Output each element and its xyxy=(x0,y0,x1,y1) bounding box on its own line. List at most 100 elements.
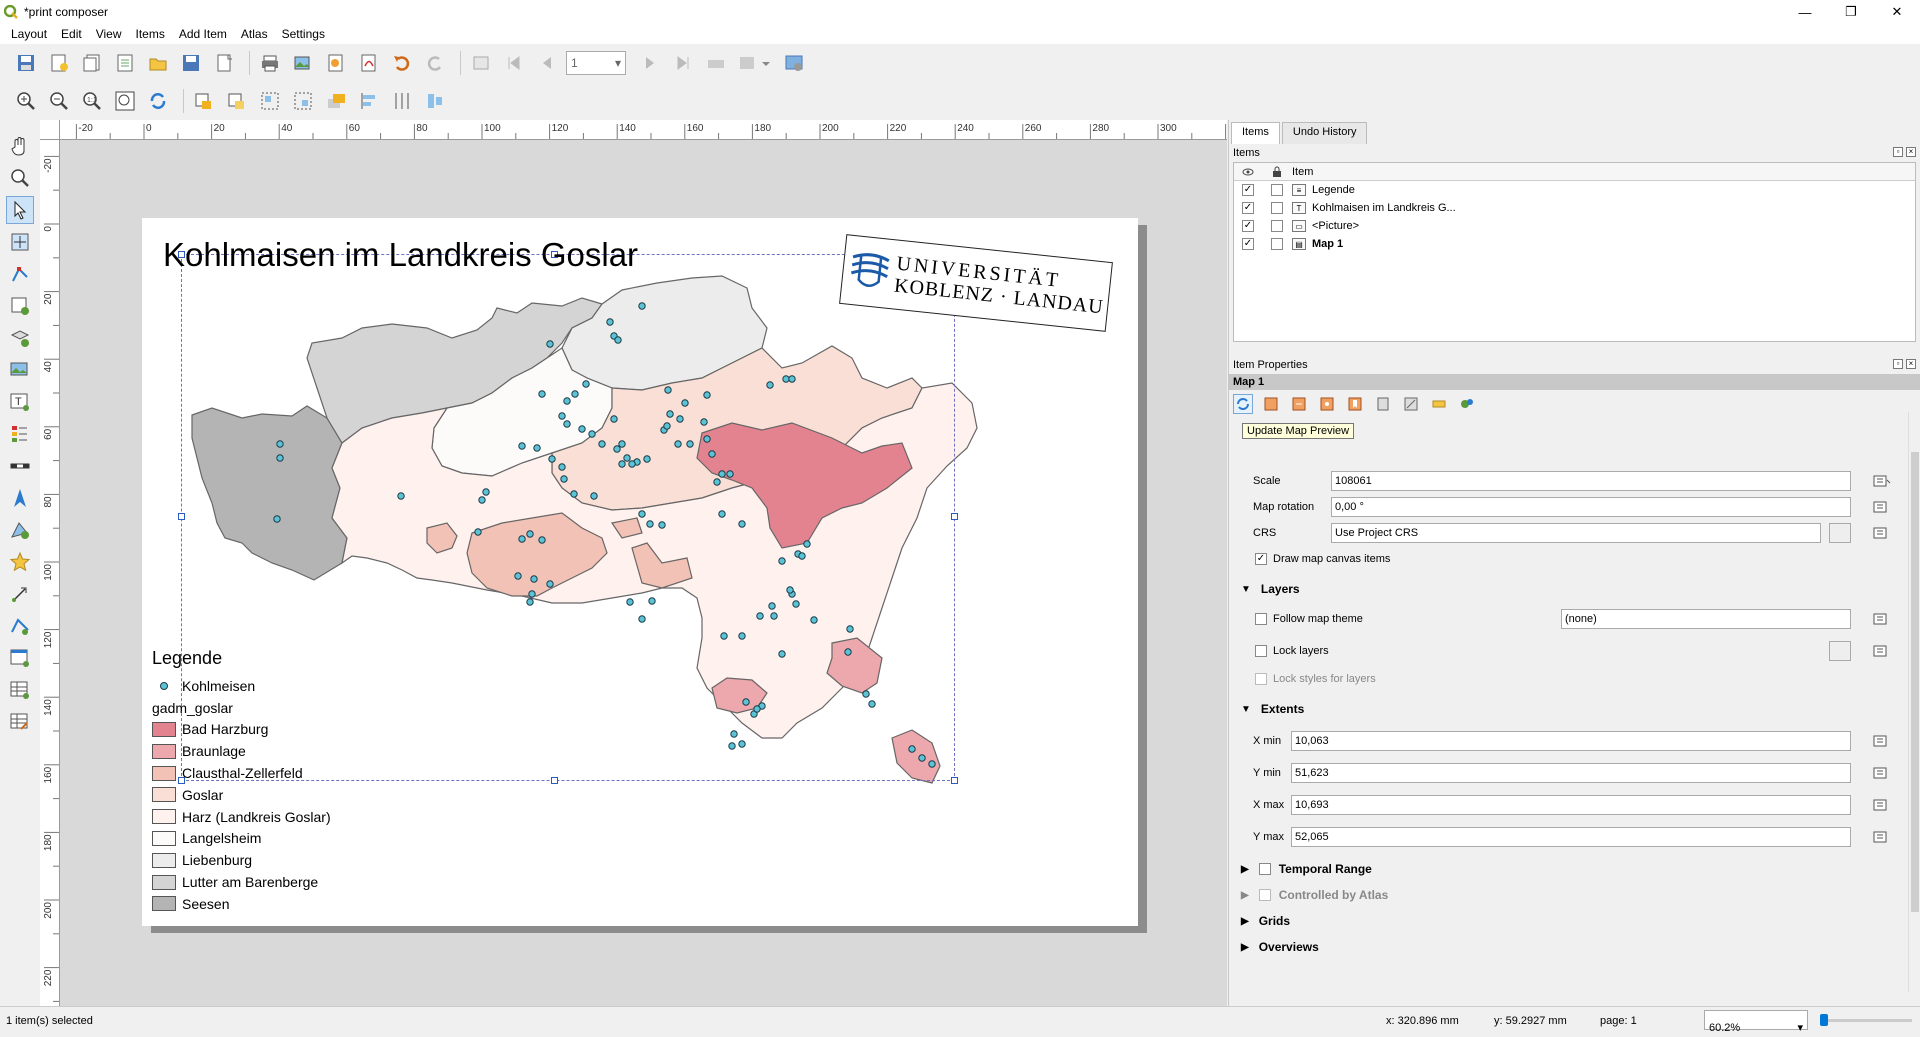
refresh-icon[interactable] xyxy=(144,87,172,115)
close-button[interactable]: ✕ xyxy=(1891,4,1903,19)
new-layout-icon[interactable] xyxy=(45,49,73,77)
temporal-section-header[interactable]: ▶Temporal Range xyxy=(1241,862,1372,876)
resize-handle[interactable] xyxy=(951,777,958,784)
resize-icon[interactable] xyxy=(421,87,449,115)
minimize-button[interactable]: — xyxy=(1798,4,1812,20)
layer-visibility-icon[interactable] xyxy=(1829,641,1851,661)
xmax-input[interactable]: 10,693 xyxy=(1291,795,1851,815)
menu-items[interactable]: Items xyxy=(135,27,165,41)
export-svg-icon[interactable] xyxy=(322,49,350,77)
data-defined-override-icon[interactable] xyxy=(1871,610,1893,628)
layout-page[interactable]: Kohlmaisen im Landkreis Goslar UNIVERSIT… xyxy=(142,218,1138,926)
data-defined-override-icon[interactable] xyxy=(1871,732,1893,750)
add-picture-icon[interactable] xyxy=(6,356,34,384)
unlock-items-icon[interactable] xyxy=(223,87,251,115)
group-items-icon[interactable] xyxy=(256,87,284,115)
data-defined-override-icon[interactable] xyxy=(1871,764,1893,782)
add-html-icon[interactable] xyxy=(6,644,34,672)
center-feature-icon[interactable] xyxy=(1317,394,1337,414)
resize-handle[interactable] xyxy=(178,777,185,784)
menu-atlas[interactable]: Atlas xyxy=(240,27,268,41)
add-label-icon[interactable]: T xyxy=(6,388,34,416)
menu-add-item[interactable]: Add Item xyxy=(178,27,227,41)
item-settings-icon[interactable] xyxy=(1457,394,1477,414)
zoom-slider-handle[interactable] xyxy=(1820,1014,1828,1026)
resize-handle[interactable] xyxy=(951,513,958,520)
set-extent-icon[interactable] xyxy=(1261,394,1281,414)
edit-nodes-icon[interactable] xyxy=(6,260,34,288)
atlas-settings-icon[interactable] xyxy=(780,49,808,77)
data-defined-override-icon[interactable] xyxy=(1871,642,1893,660)
label-icon[interactable] xyxy=(1429,394,1449,414)
data-defined-override-icon[interactable] xyxy=(1871,524,1893,542)
first-feature-icon[interactable] xyxy=(500,49,528,77)
open-template-icon[interactable] xyxy=(144,49,172,77)
legend-item[interactable]: Legende Kohlmeisen gadm_goslar Bad Harzb… xyxy=(152,648,331,915)
zoom-actual-icon[interactable]: 1:1 xyxy=(78,87,106,115)
map-item[interactable] xyxy=(142,218,1138,926)
resize-handle[interactable] xyxy=(178,251,185,258)
menu-view[interactable]: View xyxy=(95,27,122,41)
zoom-out-icon[interactable] xyxy=(45,87,73,115)
move-content-icon[interactable] xyxy=(6,228,34,256)
zoom-slider[interactable] xyxy=(1820,1014,1912,1026)
properties-scrollbar[interactable] xyxy=(1908,412,1920,992)
add-legend-icon[interactable] xyxy=(6,420,34,448)
clipping-settings-icon[interactable] xyxy=(1401,394,1421,414)
close-panel-icon[interactable]: × xyxy=(1906,359,1916,369)
export-pdf-icon[interactable] xyxy=(355,49,383,77)
add-marker-icon[interactable] xyxy=(6,548,34,576)
overviews-section-header[interactable]: ▶Overviews xyxy=(1241,940,1319,954)
item-visible-checkbox[interactable]: ✓ xyxy=(1242,238,1254,250)
theme-select[interactable]: (none) xyxy=(1561,609,1851,629)
item-lock-checkbox[interactable] xyxy=(1271,184,1283,196)
add-arrow-icon[interactable] xyxy=(6,580,34,608)
add-north-arrow-icon[interactable] xyxy=(6,484,34,512)
add-fixed-table-icon[interactable] xyxy=(6,708,34,736)
item-row[interactable]: ✓▤Map 1 xyxy=(1234,235,1915,253)
add-shape-icon[interactable] xyxy=(6,516,34,544)
menu-settings[interactable]: Settings xyxy=(281,27,325,41)
maximize-button[interactable]: ❐ xyxy=(1845,4,1857,19)
export-atlas-icon[interactable] xyxy=(735,49,775,77)
item-visible-checkbox[interactable]: ✓ xyxy=(1242,202,1254,214)
temporal-checkbox[interactable] xyxy=(1258,863,1271,875)
raise-items-icon[interactable] xyxy=(322,87,350,115)
select-crs-icon[interactable] xyxy=(1829,523,1851,543)
update-preview-icon[interactable] xyxy=(1233,394,1253,414)
data-defined-override-icon[interactable] xyxy=(1871,828,1893,846)
item-lock-checkbox[interactable] xyxy=(1271,220,1283,232)
atlas-preview-icon[interactable] xyxy=(467,49,495,77)
print-icon[interactable] xyxy=(256,49,284,77)
layout-manager-icon[interactable] xyxy=(111,49,139,77)
distribute-icon[interactable] xyxy=(388,87,416,115)
ymax-input[interactable]: 52,065 xyxy=(1291,827,1851,847)
pan-hand-icon[interactable] xyxy=(6,132,34,160)
tab-items[interactable]: Items xyxy=(1231,122,1280,144)
layout-canvas[interactable]: Kohlmaisen im Landkreis Goslar UNIVERSIT… xyxy=(60,140,1227,1006)
follow-theme-checkbox[interactable] xyxy=(1255,613,1267,625)
atlas-page-spinbox[interactable]: 1▾ xyxy=(566,51,626,75)
draw-canvas-items-checkbox[interactable]: ✓ xyxy=(1255,553,1267,565)
data-defined-override-icon[interactable] xyxy=(1871,472,1893,490)
item-visible-checkbox[interactable]: ✓ xyxy=(1242,220,1254,232)
add-node-item-icon[interactable] xyxy=(6,612,34,640)
data-defined-override-icon[interactable] xyxy=(1871,498,1893,516)
select-move-icon[interactable] xyxy=(6,196,34,224)
xmin-input[interactable]: 10,063 xyxy=(1291,731,1851,751)
bookmark-icon[interactable] xyxy=(1345,394,1365,414)
item-lock-checkbox[interactable] xyxy=(1271,238,1283,250)
resize-handle[interactable] xyxy=(178,513,185,520)
layers-section-header[interactable]: ▼Layers xyxy=(1241,582,1300,596)
float-panel-icon[interactable]: ▫ xyxy=(1893,147,1903,157)
data-defined-override-icon[interactable] xyxy=(1871,796,1893,814)
add-scalebar-icon[interactable] xyxy=(6,452,34,480)
zoom-full-icon[interactable] xyxy=(111,87,139,115)
extents-section-header[interactable]: ▼Extents xyxy=(1241,702,1304,716)
align-left-icon[interactable] xyxy=(355,87,383,115)
lock-items-icon[interactable] xyxy=(190,87,218,115)
view-extent-icon[interactable] xyxy=(1289,394,1309,414)
duplicate-layout-icon[interactable] xyxy=(78,49,106,77)
scrollbar-thumb[interactable] xyxy=(1911,452,1919,912)
